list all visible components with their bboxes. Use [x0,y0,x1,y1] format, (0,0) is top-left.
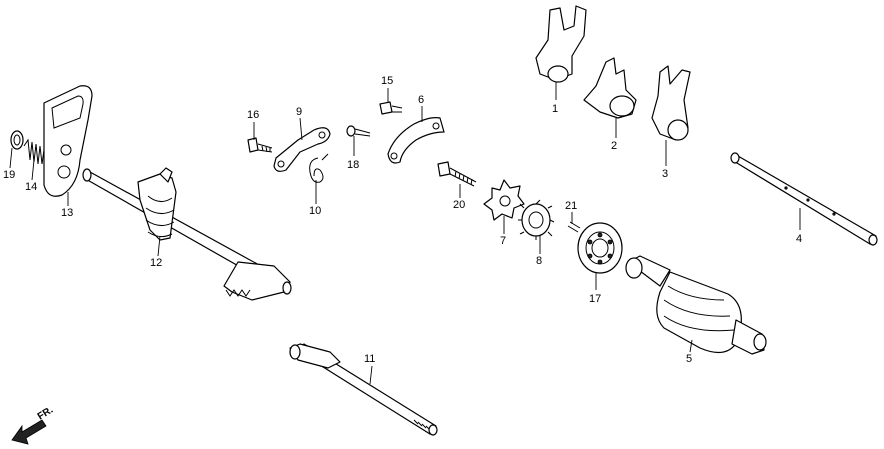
callout-7: 7 [500,235,506,247]
callout-4: 4 [796,233,802,245]
callout-6: 6 [418,94,424,106]
callout-9: 9 [296,106,302,118]
callout-19: 19 [3,169,15,181]
spring-part-14 [23,138,45,165]
bolt-part-16 [247,137,273,153]
ring-part-19 [10,130,24,150]
bolt-part-20 [437,161,477,187]
callout-14: 14 [25,181,37,193]
shift-fork-part-2 [583,57,637,119]
callout-16: 16 [247,109,259,121]
shift-shaft-part-12 [82,167,292,301]
plate-part-13 [43,85,93,197]
front-arrow-icon [11,419,47,445]
shift-fork-part-1 [535,5,587,83]
front-direction-indicator: FR. [11,405,56,445]
callout-5: 5 [686,353,692,365]
callout-13: 13 [61,207,73,219]
callout-8: 8 [536,255,542,267]
leader-lines [9,82,801,385]
star-cam-part-7 [483,179,525,221]
gear-part-8 [518,199,555,240]
callout-3: 3 [662,168,668,180]
stopper-arm-part-9 [273,127,331,172]
pin-part-18 [346,125,371,137]
fork-shaft-part-4 [730,152,878,246]
bearing-part-17 [577,222,623,274]
bolt-part-15 [379,101,403,115]
shift-drum-part-5 [625,255,767,355]
callout-18: 18 [347,159,359,171]
pin-part-21 [567,221,581,233]
callout-numbers: 1 2 3 4 5 6 7 8 9 10 11 12 13 14 15 16 1… [3,75,802,365]
shaft-part-11 [289,343,438,436]
callout-21: 21 [565,200,577,212]
callout-15: 15 [381,75,393,87]
plate-part-6 [387,117,445,164]
callout-10: 10 [309,205,321,217]
callout-2: 2 [611,140,617,152]
callout-17: 17 [589,293,601,305]
callout-1: 1 [552,103,558,115]
callout-20: 20 [453,199,465,211]
spring-part-10 [309,153,329,183]
callout-11: 11 [364,353,375,365]
direction-label: FR. [36,405,56,423]
shift-fork-part-3 [651,65,691,141]
callout-12: 12 [150,257,162,269]
